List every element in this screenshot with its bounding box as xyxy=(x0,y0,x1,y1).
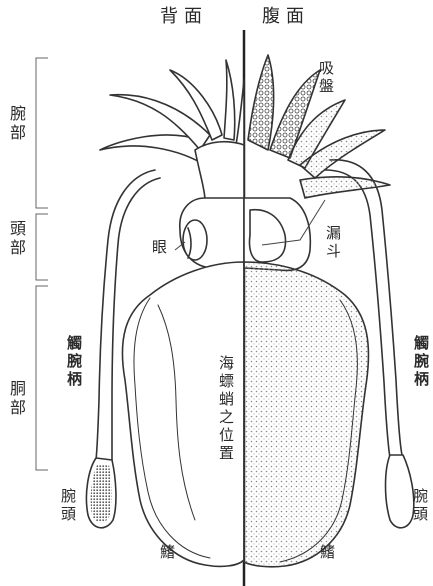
tentacle-club-left-label: 腕頭 xyxy=(60,488,75,524)
head-section-label: 頭部 xyxy=(8,220,24,258)
tentacle-stalk-left-label: 觸腕柄 xyxy=(66,335,81,389)
section-brackets xyxy=(36,58,48,470)
ventral-view xyxy=(244,55,414,567)
dorsal-view xyxy=(86,60,244,566)
eye-label: 眼 xyxy=(152,240,167,255)
trunk-section-label: 胴部 xyxy=(8,380,24,418)
fin-right-label: 鰭 xyxy=(320,545,335,560)
funnel-label: 漏斗 xyxy=(325,225,340,261)
cuttlebone-position-label: 海螵蛸之位置 xyxy=(218,355,233,463)
tentacle-club-right-label: 腕頭 xyxy=(412,488,427,524)
tentacle-stalk-right-label: 觸腕柄 xyxy=(413,335,428,389)
fin-left-label: 鰭 xyxy=(160,545,175,560)
ventral-view-label: 腹面 xyxy=(262,8,310,26)
arms-section-label: 腕部 xyxy=(8,105,24,143)
dorsal-view-label: 背面 xyxy=(160,8,208,26)
suckers-label: 吸盤 xyxy=(318,60,333,96)
